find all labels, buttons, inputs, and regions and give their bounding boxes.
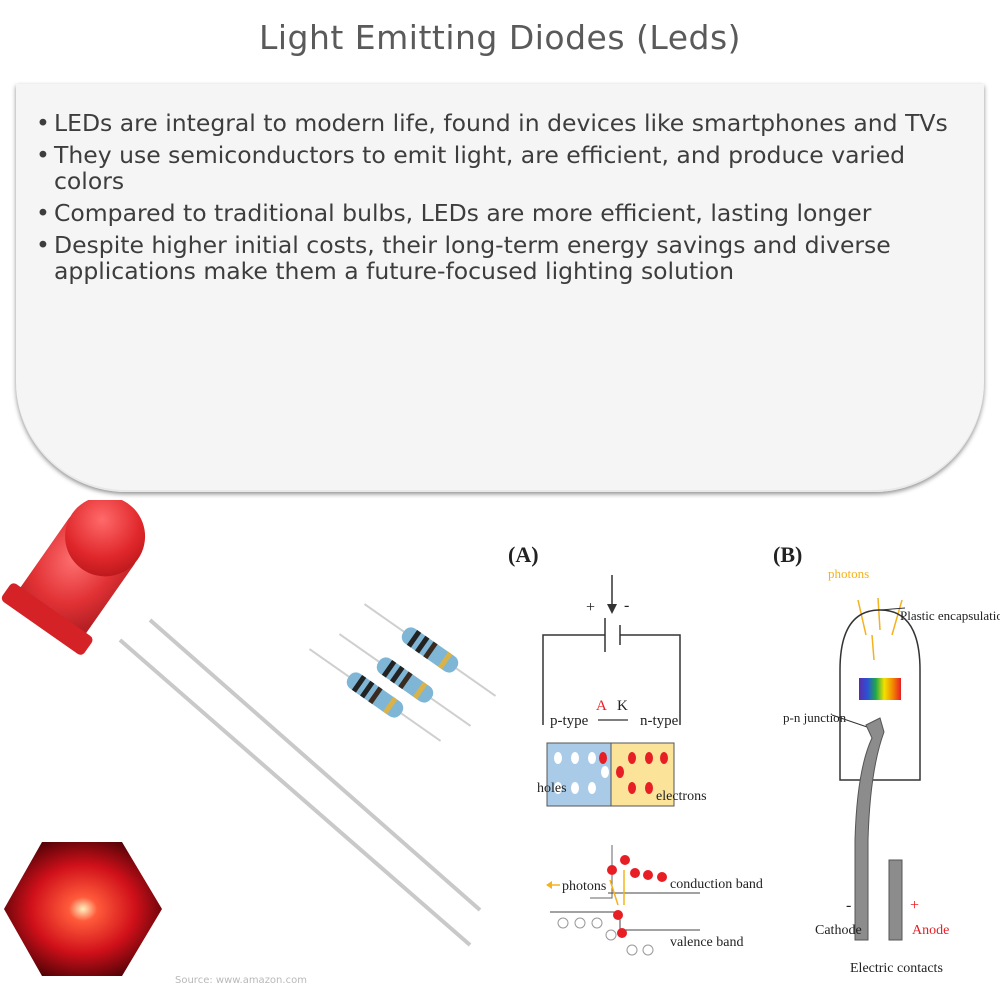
- p-type-label: p-type: [550, 713, 589, 729]
- electrons-label: electrons: [656, 789, 707, 804]
- red-led-component: [1, 500, 482, 947]
- diagram-b: (B) photons Plastic encapsulation p-n ju…: [773, 542, 1000, 976]
- bullet-list: LEDs are integral to modern life, found …: [34, 110, 974, 290]
- n-type-label: n-type: [640, 713, 679, 729]
- minus-sign: -: [624, 597, 629, 614]
- page-title: Light Emitting Diodes (Leds): [258, 18, 742, 57]
- anode-plus: +: [910, 897, 919, 914]
- photons-a-label: photons: [562, 879, 606, 894]
- anode-label: Anode: [912, 923, 949, 938]
- bullet-item: They use semiconductors to emit light, a…: [34, 142, 974, 194]
- resistors-image: [308, 603, 497, 742]
- photons-b-label: photons: [828, 566, 869, 581]
- source-caption: Source: www.amazon.com: [175, 975, 307, 986]
- bullet-item: LEDs are integral to modern life, found …: [34, 110, 974, 136]
- panel-b-label: (B): [773, 542, 802, 567]
- illustration: (A) + - p-type n-type A K holes electron…: [1, 500, 1000, 976]
- holes-label: holes: [537, 781, 567, 796]
- diagram-a: (A) + - p-type n-type A K holes electron…: [508, 542, 763, 956]
- valence-band-label: valence band: [670, 935, 743, 950]
- electric-contacts-label: Electric contacts: [850, 961, 943, 976]
- plastic-encapsulation-label: Plastic encapsulation: [900, 608, 1000, 623]
- bullet-item: Despite higher initial costs, their long…: [34, 232, 974, 284]
- bullet-item: Compared to traditional bulbs, LEDs are …: [34, 200, 974, 226]
- cathode-label: Cathode: [815, 923, 862, 938]
- cathode-minus: -: [846, 897, 851, 914]
- glowing-led-hexagon: [4, 842, 162, 976]
- cathode-k-label: K: [617, 698, 628, 714]
- conduction-band-label: conduction band: [670, 877, 763, 892]
- anode-a-label: A: [596, 698, 607, 714]
- plus-sign: +: [586, 599, 595, 616]
- pn-junction-label: p-n junction: [783, 710, 847, 725]
- panel-a-label: (A): [508, 542, 539, 567]
